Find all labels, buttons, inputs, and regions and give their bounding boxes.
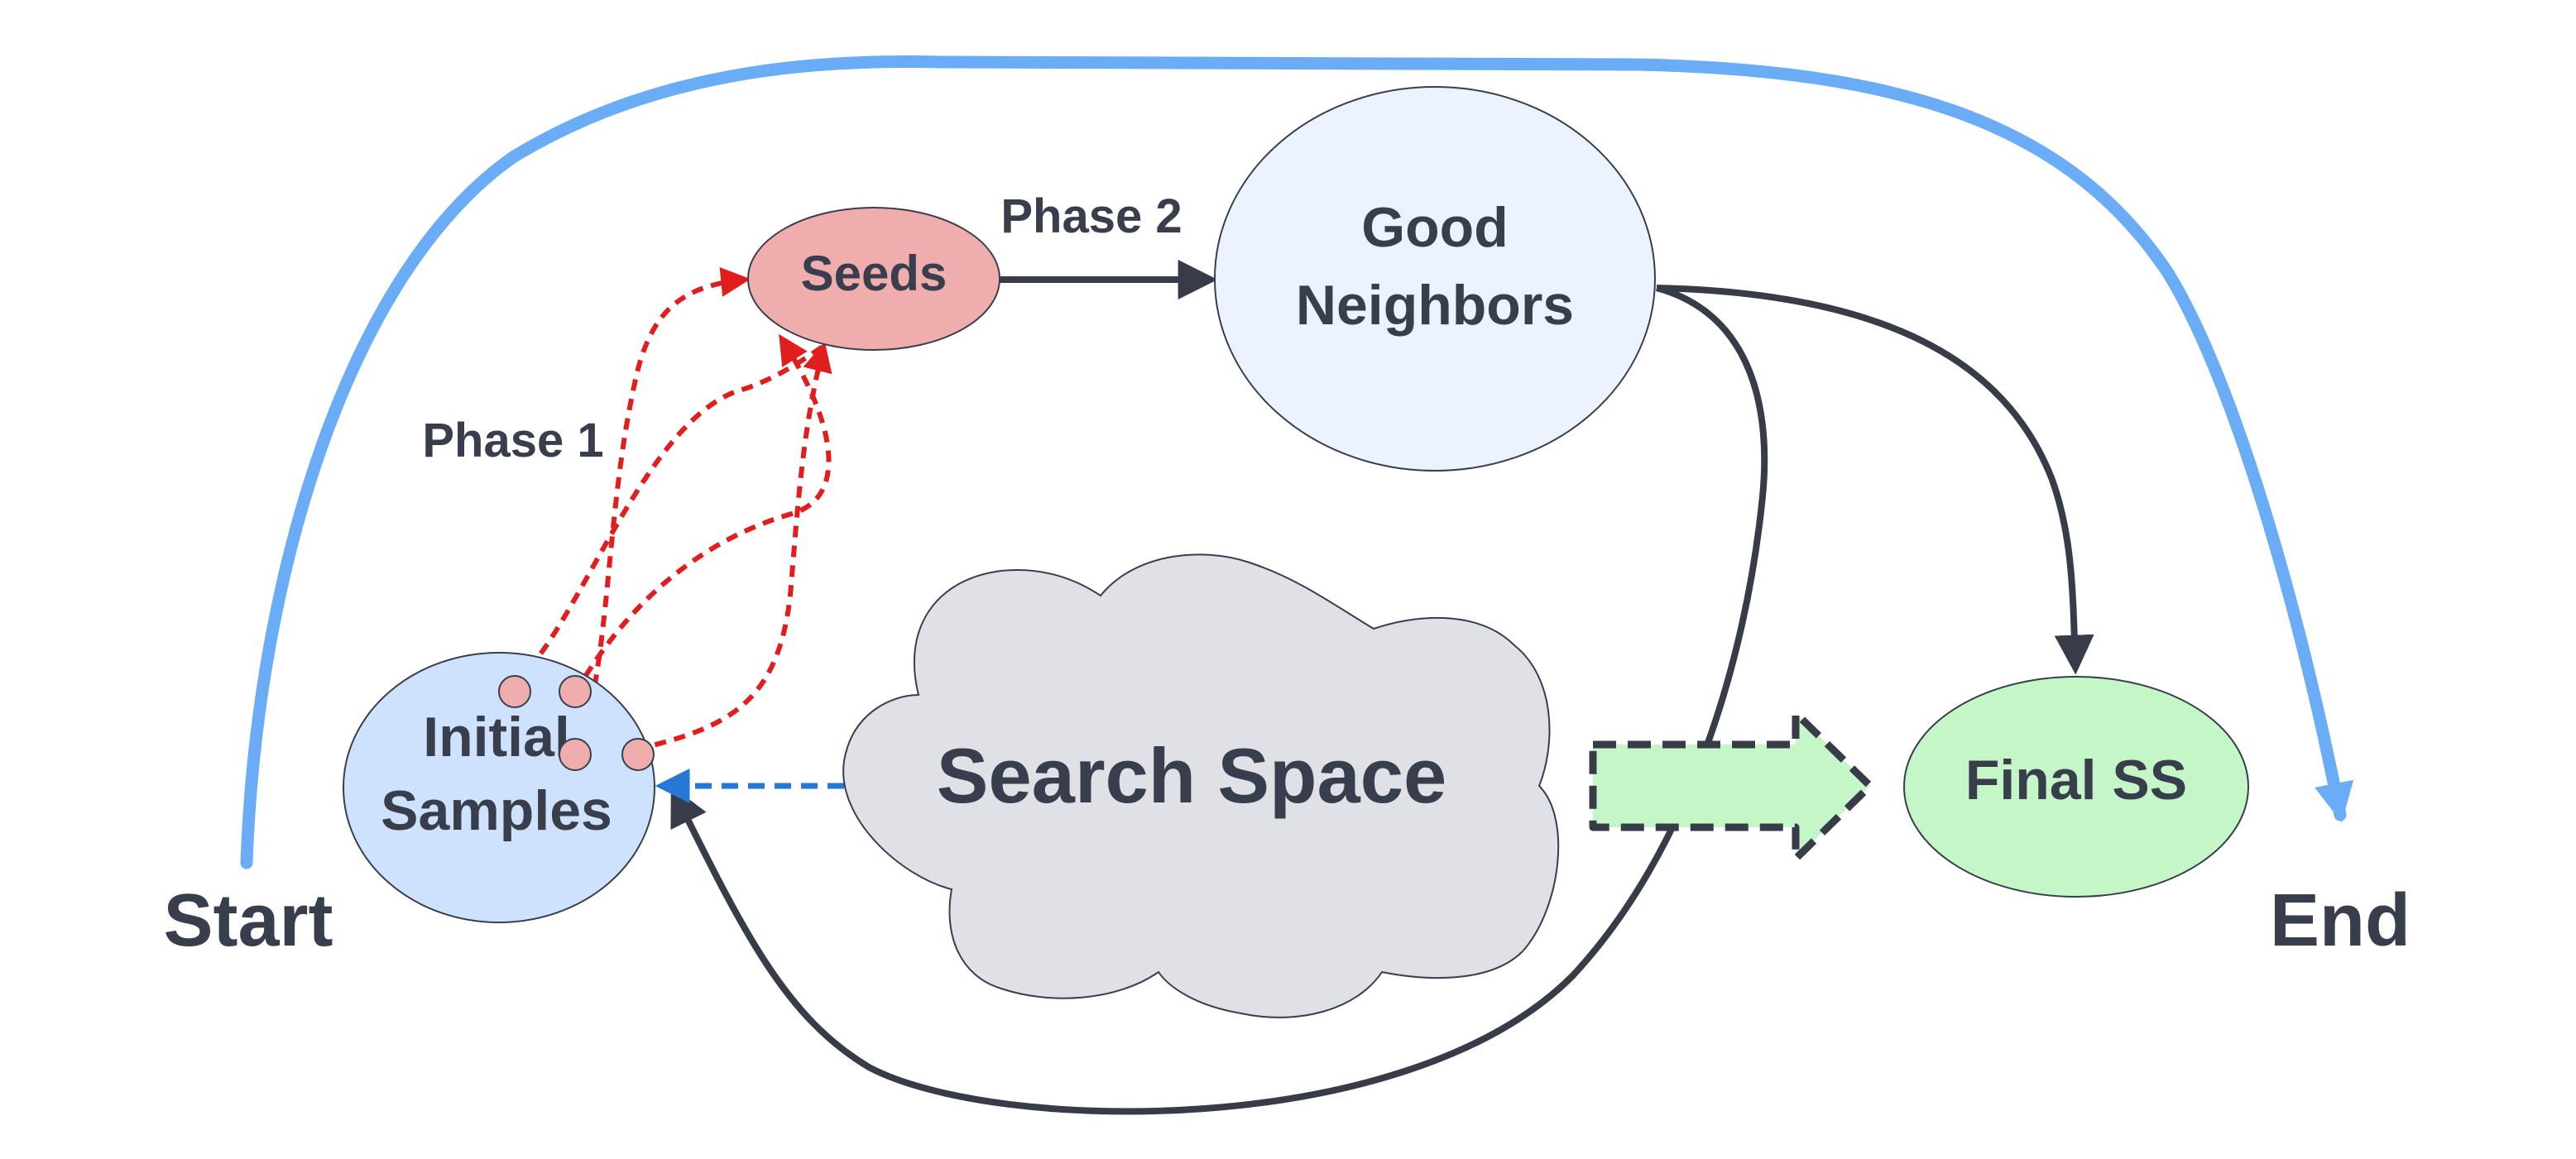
final-ss-label: Final SS xyxy=(1965,749,2187,812)
phase1-arrow-4 xyxy=(573,333,832,695)
final-ss-node xyxy=(1903,676,2249,898)
end-label: End xyxy=(2270,879,2411,962)
sample-dot xyxy=(559,738,592,771)
sample-dot xyxy=(621,738,655,771)
seeds-label: Seeds xyxy=(801,246,947,301)
search-space-cloud xyxy=(842,553,1560,1018)
neighbors-to-final-arrow xyxy=(1656,285,2094,675)
search-space-label: Search Space xyxy=(937,732,1447,819)
start-label: Start xyxy=(163,879,333,962)
sample-dot xyxy=(559,675,592,708)
search-to-final-big-arrow xyxy=(1589,709,1874,863)
good-neighbors-label-line1: Good xyxy=(1361,196,1509,259)
sample-dot xyxy=(498,675,531,708)
phase1-arrow-2 xyxy=(513,315,882,686)
phase1-arrow-1 xyxy=(573,266,751,764)
initial-samples-node xyxy=(343,652,655,923)
good-neighbors-node xyxy=(1214,86,1656,472)
good-neighbors-label-line2: Neighbors xyxy=(1296,274,1574,337)
neighbors-to-initial-loop xyxy=(670,285,1768,1115)
seeds-node xyxy=(747,207,1000,351)
phase2-label: Phase 2 xyxy=(1000,189,1182,243)
initial-samples-label-line1: Initial xyxy=(423,706,570,769)
phase1-label: Phase 1 xyxy=(422,414,603,467)
initial-samples-label-line2: Samples xyxy=(381,779,612,842)
start-to-end-arc xyxy=(240,55,2354,869)
phase1-arrow-3 xyxy=(635,342,832,752)
